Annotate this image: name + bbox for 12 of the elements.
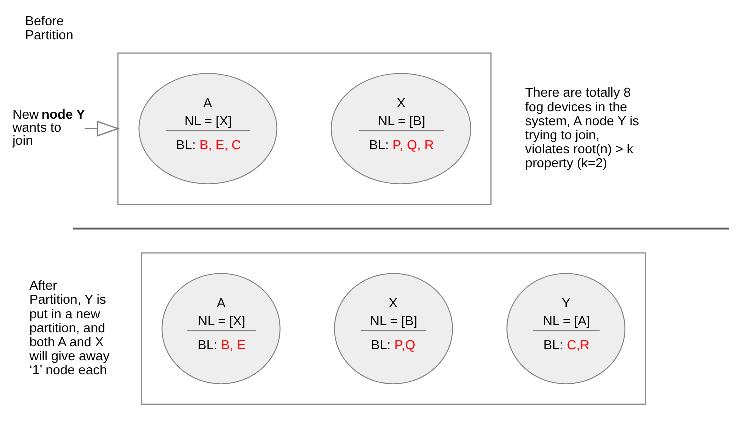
node-ellipse: X NL = [B] BL: P, Q, R	[330, 73, 472, 185]
label: Before Partition	[25, 13, 74, 42]
cluster	[118, 52, 492, 206]
node-circle: Y NL = [A] BL: C,R	[506, 273, 626, 385]
label: There are totally 8 fog devices in the system, A node Y is trying to join, violates root(n) > k property (k=2)	[525, 85, 640, 170]
node-ellipse: A NL = [X] BL: B, E, C	[138, 73, 278, 185]
arrow	[84, 120, 120, 137]
node-circle: A NL = [X] BL: B, E	[162, 273, 281, 385]
label: After Partition, Y is put in a new partition, and both A and X will give away ‘1’ node each	[30, 278, 110, 378]
node-circle: X NL = [B] BL: P,Q	[334, 273, 454, 385]
cluster	[141, 252, 646, 406]
node-text: New node Y wants to join	[12, 106, 86, 148]
